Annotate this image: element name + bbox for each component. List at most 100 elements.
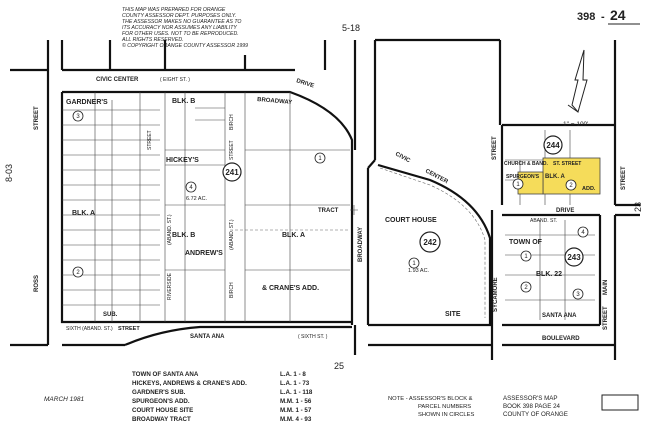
- parcel-circles: 3 4 2 1 1 2 4 1 2 3 1: [72, 110, 589, 300]
- legend-row-ref: L.A. 1 - 73: [280, 380, 310, 387]
- street-birch-top: BIRCH: [229, 114, 235, 130]
- blk-a-mid-label: BLK. A: [282, 232, 305, 239]
- legend-row-name: BROADWAY TRACT: [132, 416, 191, 423]
- edge-ref-right: 23: [633, 202, 643, 212]
- street-santa-ana-bottom: SANTA ANA: [190, 334, 225, 340]
- gardners-label: GARDNER'S: [66, 99, 108, 106]
- street-drive-top: DRIVE: [295, 78, 314, 89]
- blk-a-right-label: BLK. A: [545, 174, 565, 180]
- blk-b-mid-label: BLK. B: [172, 232, 195, 239]
- street-tract: TRACT: [318, 208, 339, 214]
- legend-row-name: HICKEYS, ANDREWS & CRANE'S ADD.: [132, 380, 247, 387]
- parcel-number: 1: [318, 156, 322, 162]
- street-right-top: STREET: [621, 166, 627, 190]
- street-main: MAIN: [603, 280, 609, 295]
- page-ref-page: 24: [610, 7, 626, 23]
- disclaimer-block: THIS MAP WAS PREPARED FOR ORANGE COUNTY …: [121, 7, 248, 49]
- note-line: PARCEL NUMBERS: [418, 404, 471, 410]
- street-sixth-aband: SIXTH (ABAND. ST.): [66, 326, 113, 332]
- disclaimer-line: FOR OTHER USES. NOT TO BE REPRODUCED.: [122, 31, 239, 37]
- street-civic-center-top: CIVIC CENTER: [96, 77, 139, 83]
- site-label: SITE: [445, 311, 461, 318]
- legend-date: MARCH 1981: [44, 396, 84, 403]
- hickeys-label: HICKEY'S: [166, 157, 199, 164]
- legend-row-ref: L.A. 1 - 118: [280, 389, 313, 396]
- book-number: 244: [546, 141, 560, 150]
- page-reference: 398 - 24: [577, 7, 640, 25]
- lot-lines: [62, 92, 600, 322]
- legend-row-ref: M.M. 1 - 56: [280, 398, 312, 405]
- church-band-label: CHURCH & BAND.: [504, 161, 548, 167]
- disclaimer-line: © COPYRIGHT ORANGE COUNTY ASSESSOR 1999: [122, 42, 248, 49]
- street-eighth: ( EIGHT ST. ): [160, 77, 190, 83]
- st-street-label: ST. STREET: [553, 161, 581, 167]
- parcel-number: 3: [576, 292, 580, 298]
- court-house-label: COURT HOUSE: [385, 217, 437, 224]
- parcel-number: 2: [76, 270, 80, 276]
- book-number: 242: [423, 238, 437, 247]
- disclaimer-line: COUNTY ASSESSOR DEPT. PURPOSES ONLY.: [122, 13, 236, 19]
- disclaimer-line: ALL RIGHTS RESERVED.: [121, 37, 184, 43]
- book-circles: 241 242 243 244: [222, 135, 584, 267]
- book-circle: [564, 247, 584, 267]
- disclaimer-line: THE ASSESSOR MAKES NO GUARANTEE AS TO: [122, 19, 241, 25]
- book-number: 243: [567, 253, 581, 262]
- scale-label: 1" = 100': [563, 121, 588, 128]
- note-line: NOTE - ASSESSOR'S BLOCK &: [388, 396, 473, 402]
- block-labels: GARDNER'S BLK. B HICKEY'S BLK. A BLK. B …: [66, 98, 596, 292]
- parcel-number: 4: [189, 185, 193, 191]
- book-circle: [222, 162, 242, 182]
- disclaimer-line: ITS ACCURACY NOR ASSUMES ANY LIABILITY: [122, 25, 237, 31]
- legend-row-ref: M.M. 1 - 57: [280, 407, 312, 414]
- legend-row-name: TOWN OF SANTA ANA: [132, 371, 199, 378]
- street-ross: ROSS: [34, 275, 40, 292]
- santa-ana-town-label: SANTA ANA: [542, 313, 577, 319]
- town-of-label: TOWN OF: [509, 239, 543, 246]
- book-circle: [419, 231, 441, 253]
- legend-row-ref: L.A. 1 - 8: [280, 371, 306, 378]
- parcel-number: 1: [516, 182, 520, 188]
- blk-b-top-label: BLK. B: [172, 98, 195, 105]
- street-left: STREET: [34, 106, 40, 130]
- assessor-map-line: ASSESSOR'S MAP: [503, 395, 557, 402]
- parcel-number: 1: [524, 254, 528, 260]
- street-right-bottom: STREET: [603, 306, 609, 330]
- note-block: NOTE - ASSESSOR'S BLOCK & PARCEL NUMBERS…: [388, 396, 474, 418]
- street-sixth: ( SIXTH ST. ): [298, 334, 328, 340]
- street-aband-col: (ABAND. ST.): [167, 214, 173, 245]
- street-broadway-vert: BROADWAY: [358, 227, 364, 262]
- blk-a-left-label: BLK. A: [72, 210, 95, 217]
- stamp-box: [601, 394, 639, 411]
- disclaimer-line: THIS MAP WAS PREPARED FOR ORANGE: [122, 7, 226, 13]
- street-lines: [10, 38, 640, 360]
- street-birch-street: STREET: [229, 140, 235, 160]
- book-circle: [543, 135, 563, 155]
- parcel-number: 2: [569, 183, 573, 189]
- street-drive-mid: DRIVE: [556, 208, 574, 214]
- street-top-right: STREET: [492, 136, 498, 160]
- blk-22-label: BLK. 22: [536, 271, 562, 278]
- street-boulevard: BOULEVARD: [542, 336, 580, 342]
- spurgeons-label: SPURGEON'S: [506, 174, 540, 180]
- street-sycamore: SYCAMORE: [493, 277, 499, 312]
- street-names: CIVIC CENTER ( EIGHT ST. ) DRIVE BROADWA…: [34, 77, 627, 342]
- sub-label: SUB.: [103, 312, 118, 318]
- crane-label: & CRANE'S ADD.: [262, 285, 319, 292]
- acres-parcel-4: 6.72 AC.: [186, 196, 208, 202]
- legend-row-name: SPURGEON'S ADD.: [132, 398, 190, 405]
- parcel-number: 4: [581, 230, 585, 236]
- page-ref-book: 398: [577, 11, 595, 23]
- parcel-number: 2: [524, 285, 528, 291]
- parcel-number: 3: [76, 114, 80, 120]
- legend: MARCH 1981 TOWN OF SANTA ANA L.A. 1 - 8 …: [44, 371, 313, 423]
- andrews-label: ANDREW'S: [185, 250, 223, 257]
- street-civic-mid: CIVIC: [394, 151, 412, 164]
- assessor-map-line: BOOK 398 PAGE 24: [503, 403, 561, 410]
- street-bottom: STREET: [118, 326, 140, 332]
- book-number: 241: [225, 168, 239, 177]
- edge-ref-bottom: 25: [334, 361, 344, 371]
- legend-row-ref: M.M. 4 - 93: [280, 416, 312, 423]
- page-ref-sep: -: [601, 11, 605, 23]
- street-birch: BIRCH: [229, 282, 235, 298]
